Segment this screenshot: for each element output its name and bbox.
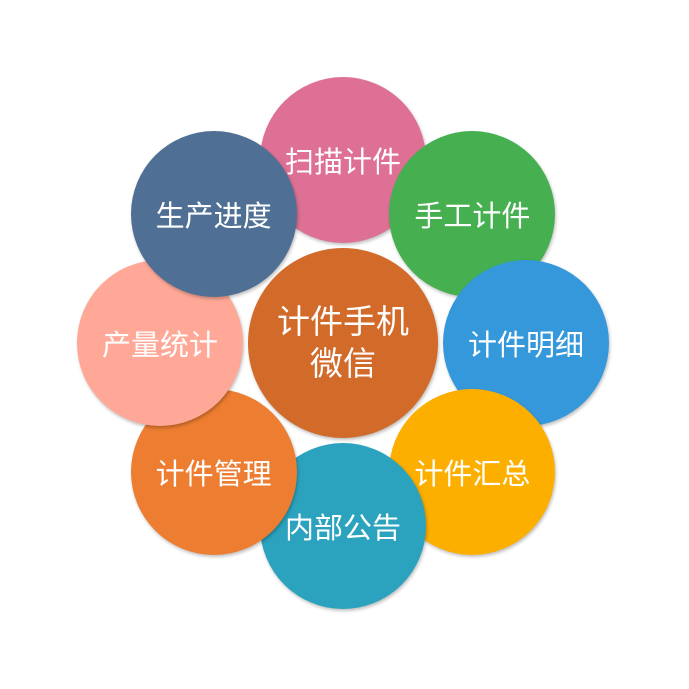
node-label: 扫描计件: [284, 145, 401, 179]
center-line1: 计件手机: [277, 302, 409, 341]
node-production-progress[interactable]: 生产进度: [130, 130, 297, 297]
node-label: 计件明细: [467, 328, 584, 362]
node-label: 计件管理: [155, 457, 272, 492]
node-label: 内部公告: [284, 511, 401, 545]
node-label: 手工计件: [414, 198, 531, 233]
node-label: 产量统计: [101, 328, 218, 362]
node-label: 计件汇总: [414, 457, 531, 492]
node-label: 生产进度: [155, 198, 272, 233]
center-node[interactable]: 计件手机微信: [248, 248, 438, 438]
center-line2: 微信: [310, 344, 376, 383]
